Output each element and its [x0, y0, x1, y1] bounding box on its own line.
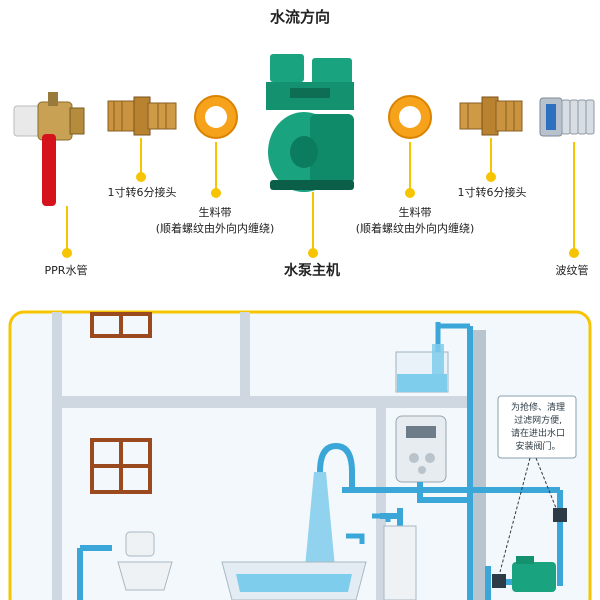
label-bellows: 波纹管	[555, 264, 589, 277]
label-ppr: PPR水管	[44, 264, 88, 277]
window-lower	[90, 438, 152, 494]
install-note: 为抢修、清理 过滤网方便, 请在进出水口 安装阀门。	[500, 402, 576, 454]
leader-adapter-right	[490, 138, 492, 174]
toilet-tank	[125, 531, 155, 557]
leader-tape-right	[409, 142, 411, 190]
label-tape-left-2: (顺着螺纹由外向内缠绕)	[155, 222, 275, 235]
sink-cabinet	[383, 525, 417, 600]
note-line: 请在进出水口	[510, 429, 565, 439]
ppr-valve-icon	[13, 92, 85, 206]
pump-icon	[266, 54, 354, 192]
wall-lower-mid	[376, 408, 386, 600]
label-tape-right-2: (顺着螺纹由外向内缠绕)	[355, 222, 475, 235]
window-upper	[90, 312, 152, 338]
floor-slab	[60, 396, 470, 408]
dot-tape-left	[211, 188, 221, 198]
tape-left-icon	[194, 95, 238, 139]
dot-tape-right	[405, 188, 415, 198]
label-adapter-right: 1寸转6分接头	[457, 186, 527, 199]
dot-adapter-right	[486, 172, 496, 182]
label-pump: 水泵主机	[284, 263, 340, 279]
dot-ppr	[62, 248, 72, 258]
leader-pump	[312, 192, 314, 250]
label-tape-left-1: 生料带	[198, 206, 232, 219]
water-stream-shower	[304, 472, 336, 578]
note-line: 过滤网方便,	[514, 416, 562, 426]
water-stream-tank	[432, 344, 444, 374]
valve-inlet	[492, 574, 506, 588]
label-adapter-left: 1寸转6分接头	[107, 186, 177, 199]
leader-tape-left	[215, 142, 217, 190]
bellows-hose-icon	[539, 97, 595, 137]
toilet-bowl	[117, 561, 173, 591]
adapter-right-icon	[459, 96, 523, 136]
faucet-sink	[372, 513, 391, 522]
wall-upper-mid	[240, 312, 250, 396]
bathtub-water	[236, 574, 352, 592]
installation-scene	[8, 310, 592, 600]
diagram-title: 水流方向	[269, 8, 330, 26]
dot-pump	[308, 248, 318, 258]
faucet-bath	[346, 533, 365, 544]
tape-right-icon	[388, 95, 432, 139]
wall-left	[52, 312, 62, 600]
pump-mini	[512, 562, 556, 592]
note-line: 为抢修、清理	[510, 403, 565, 413]
note-line: 安装阀门。	[515, 442, 561, 452]
dot-bellows	[569, 248, 579, 258]
note-box	[497, 395, 577, 459]
leader-adapter-left	[140, 138, 142, 174]
tank-water	[397, 374, 447, 392]
leader-ppr	[66, 206, 68, 250]
adapter-left-icon	[107, 96, 177, 136]
valve-outlet	[553, 508, 567, 522]
leader-bellows	[573, 142, 575, 250]
label-tape-right-1: 生料带	[398, 206, 432, 219]
dot-adapter-left	[136, 172, 146, 182]
